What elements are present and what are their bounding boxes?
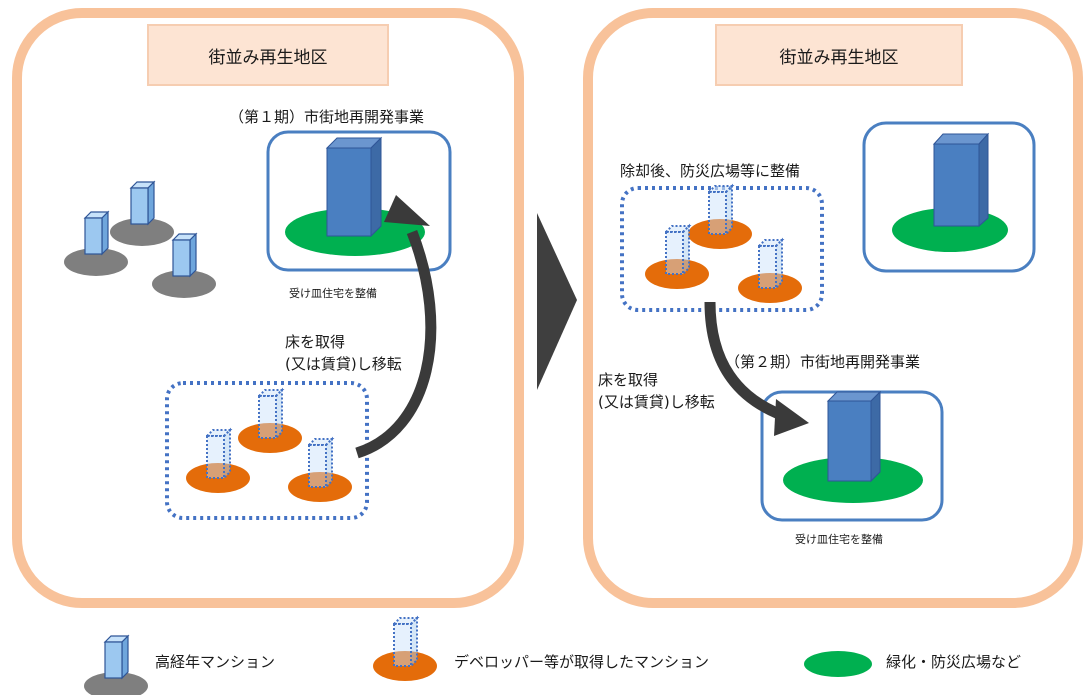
legend-green-space-label: 緑化・防災広場など [886, 653, 1022, 671]
relocation-arrow [355, 195, 437, 459]
legend-old-mansion-label: 高経年マンション [155, 653, 276, 671]
phase1-redevelopment-label: （第１期）市街地再開発事業 [229, 108, 425, 126]
receiving-housing-label: 受け皿住宅を整備 [795, 533, 883, 546]
relocation-label-line1: 床を取得 [598, 371, 659, 389]
relocation-label-line2: (又は賃貸)し移転 [598, 393, 715, 411]
new-building [826, 390, 882, 483]
legend-developer-mansion-label: デベロッパー等が取得したマンション [454, 653, 710, 671]
left-district-title: 街並み再生地区 [147, 24, 389, 86]
developer-mansion [237, 389, 303, 454]
old-mansion [63, 211, 129, 277]
legend-old-mansion-symbol [83, 635, 149, 695]
legend-developer-mansion-symbol [372, 617, 438, 682]
phase2-redevelopment-label: （第２期）市街地再開発事業 [725, 353, 921, 371]
left-district-panel [12, 8, 524, 608]
receiving-housing-label: 受け皿住宅を整備 [289, 287, 377, 300]
old-mansion [109, 181, 175, 247]
after-demolition-label: 除却後、防災広場等に整備 [620, 162, 801, 180]
developer-acquired-area [165, 381, 369, 520]
developer-mansion [737, 239, 803, 304]
developer-mansion [687, 185, 753, 250]
relocation-label-line2: (又は賃貸)し移転 [285, 355, 402, 373]
relocation-arrow [704, 301, 809, 436]
legend-green-space-symbol [804, 651, 872, 677]
developer-mansion [287, 438, 353, 503]
relocation-label-line1: 床を取得 [285, 333, 346, 351]
transition-arrow [537, 213, 577, 390]
new-building [932, 132, 990, 228]
old-mansion [151, 233, 217, 299]
new-building [325, 136, 383, 238]
right-district-title: 街並み再生地区 [715, 24, 963, 86]
